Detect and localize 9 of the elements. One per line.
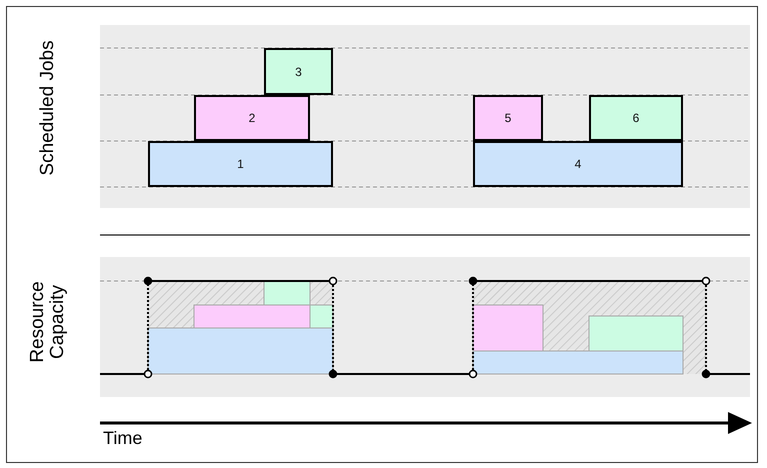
- job-box: 1: [148, 141, 333, 187]
- axis-label: Scheduled Jobs: [38, 39, 58, 178]
- axis-label: Resource Capacity: [28, 280, 68, 365]
- job-box: 4: [473, 141, 683, 187]
- axis-label: Time: [103, 428, 142, 449]
- job-box: 6: [589, 95, 683, 141]
- job-box: 5: [473, 95, 543, 141]
- job-box: 2: [194, 95, 310, 141]
- job-box: 3: [264, 48, 333, 95]
